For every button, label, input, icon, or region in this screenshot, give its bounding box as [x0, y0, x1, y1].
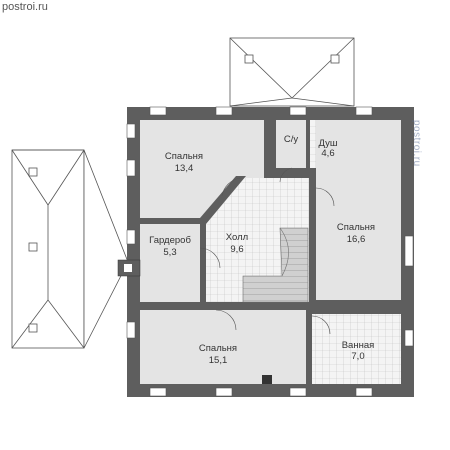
- room-wc: [276, 120, 306, 168]
- hall-diagonal-wall: [200, 176, 246, 224]
- room-label-bedroom-nw: Спальня: [165, 151, 203, 162]
- room-area-shower: 4,6: [321, 148, 334, 159]
- windows: [126, 106, 414, 397]
- watermark: postroi.ru: [411, 120, 422, 167]
- room-label-bedroom-ne: Спальня: [337, 222, 375, 233]
- room-label-bedroom-south: Спальня: [199, 343, 237, 354]
- room-area-hall: 9,6: [230, 244, 243, 255]
- room-label-bathroom: Ванная: [342, 340, 375, 351]
- roof-left: [11, 149, 129, 349]
- room-area-bedroom-nw: 13,4: [175, 163, 194, 174]
- roof-top: [229, 37, 355, 107]
- room-area-wardrobe: 5,3: [163, 247, 176, 258]
- staircase: [242, 227, 309, 303]
- room-area-bathroom: 7,0: [351, 351, 364, 362]
- room-bedroom-south: [140, 310, 306, 384]
- room-label-hall: Холл: [226, 232, 248, 243]
- radiator: [262, 375, 272, 384]
- room-label-wardrobe: Гардероб: [149, 235, 191, 246]
- room-wardrobe: [140, 224, 200, 302]
- room-label-wc: С/у: [284, 134, 299, 145]
- room-area-bedroom-south: 15,1: [209, 355, 228, 366]
- room-area-bedroom-ne: 16,6: [347, 234, 366, 245]
- room-label-shower: Душ: [318, 138, 337, 149]
- site-label: postroi.ru: [2, 1, 48, 13]
- chimney-flue: [124, 264, 132, 272]
- room-bathroom: [312, 314, 401, 384]
- inner-walls: [140, 120, 401, 384]
- doors: [199, 167, 335, 335]
- room-bedroom-ne: [316, 120, 401, 300]
